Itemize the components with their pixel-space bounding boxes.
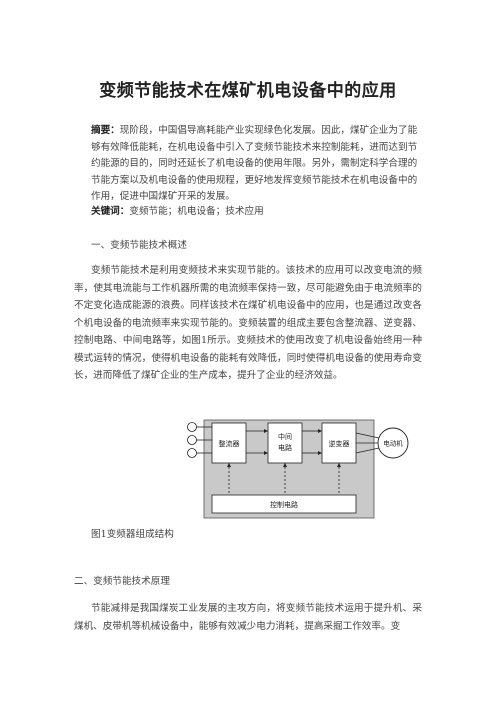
figure-caption: 图1变频器组成结构 (91, 529, 174, 540)
intermediate-circuit-box (267, 422, 303, 464)
intermediate-label-line1: 中间 (278, 432, 292, 441)
section-1-paragraph: 变频节能技术是利用变频技术来实现节能的。该技术的应用可以改变电流的频率，使其电流… (74, 265, 422, 381)
abstract-label: 摘要： (91, 125, 120, 136)
keywords-text: 变频节能；机电设备；技术应用 (129, 206, 264, 217)
inverter-label: 逆变器 (329, 439, 350, 448)
input-terminal-3 (187, 448, 197, 458)
inverter-structure-diagram: 整流器 中间 电路 逆变器 电动机 控制电路 (184, 417, 412, 522)
motor-label: 电动机 (383, 439, 403, 448)
abstract-text: 现阶段，中国倡导高耗能产业实现绿色化发展。因此，煤矿企业为了能够有效降低能耗，在… (91, 125, 418, 202)
section-2-paragraph: 节能减排是我国煤炭工业发展的主攻方向，将变频节能技术运用于提升机、采煤机、皮带机… (74, 603, 422, 632)
keywords-label: 关键词： (91, 206, 130, 217)
section-1-heading: 一、变频节能技术概述 (91, 240, 187, 251)
article-title: 变频节能技术在煤矿机电设备中的应用 (99, 81, 397, 101)
input-terminal-2 (187, 435, 197, 445)
rectifier-label: 整流器 (219, 439, 240, 448)
motor-circle (377, 427, 409, 459)
control-circuit-label: 控制电路 (270, 500, 298, 509)
section-2-heading: 二、变频节能技术原理 (74, 576, 170, 587)
input-terminal-1 (187, 422, 197, 432)
keywords: 关键词：变频节能；机电设备；技术应用 (91, 204, 421, 220)
intermediate-label-line2: 电路 (278, 443, 292, 452)
rectifier-box (211, 422, 247, 464)
abstract: 摘要：现阶段，中国倡导高耗能产业实现绿色化发展。因此，煤矿企业为了能够有效降低能… (91, 123, 421, 206)
control-circuit-box (211, 494, 357, 514)
